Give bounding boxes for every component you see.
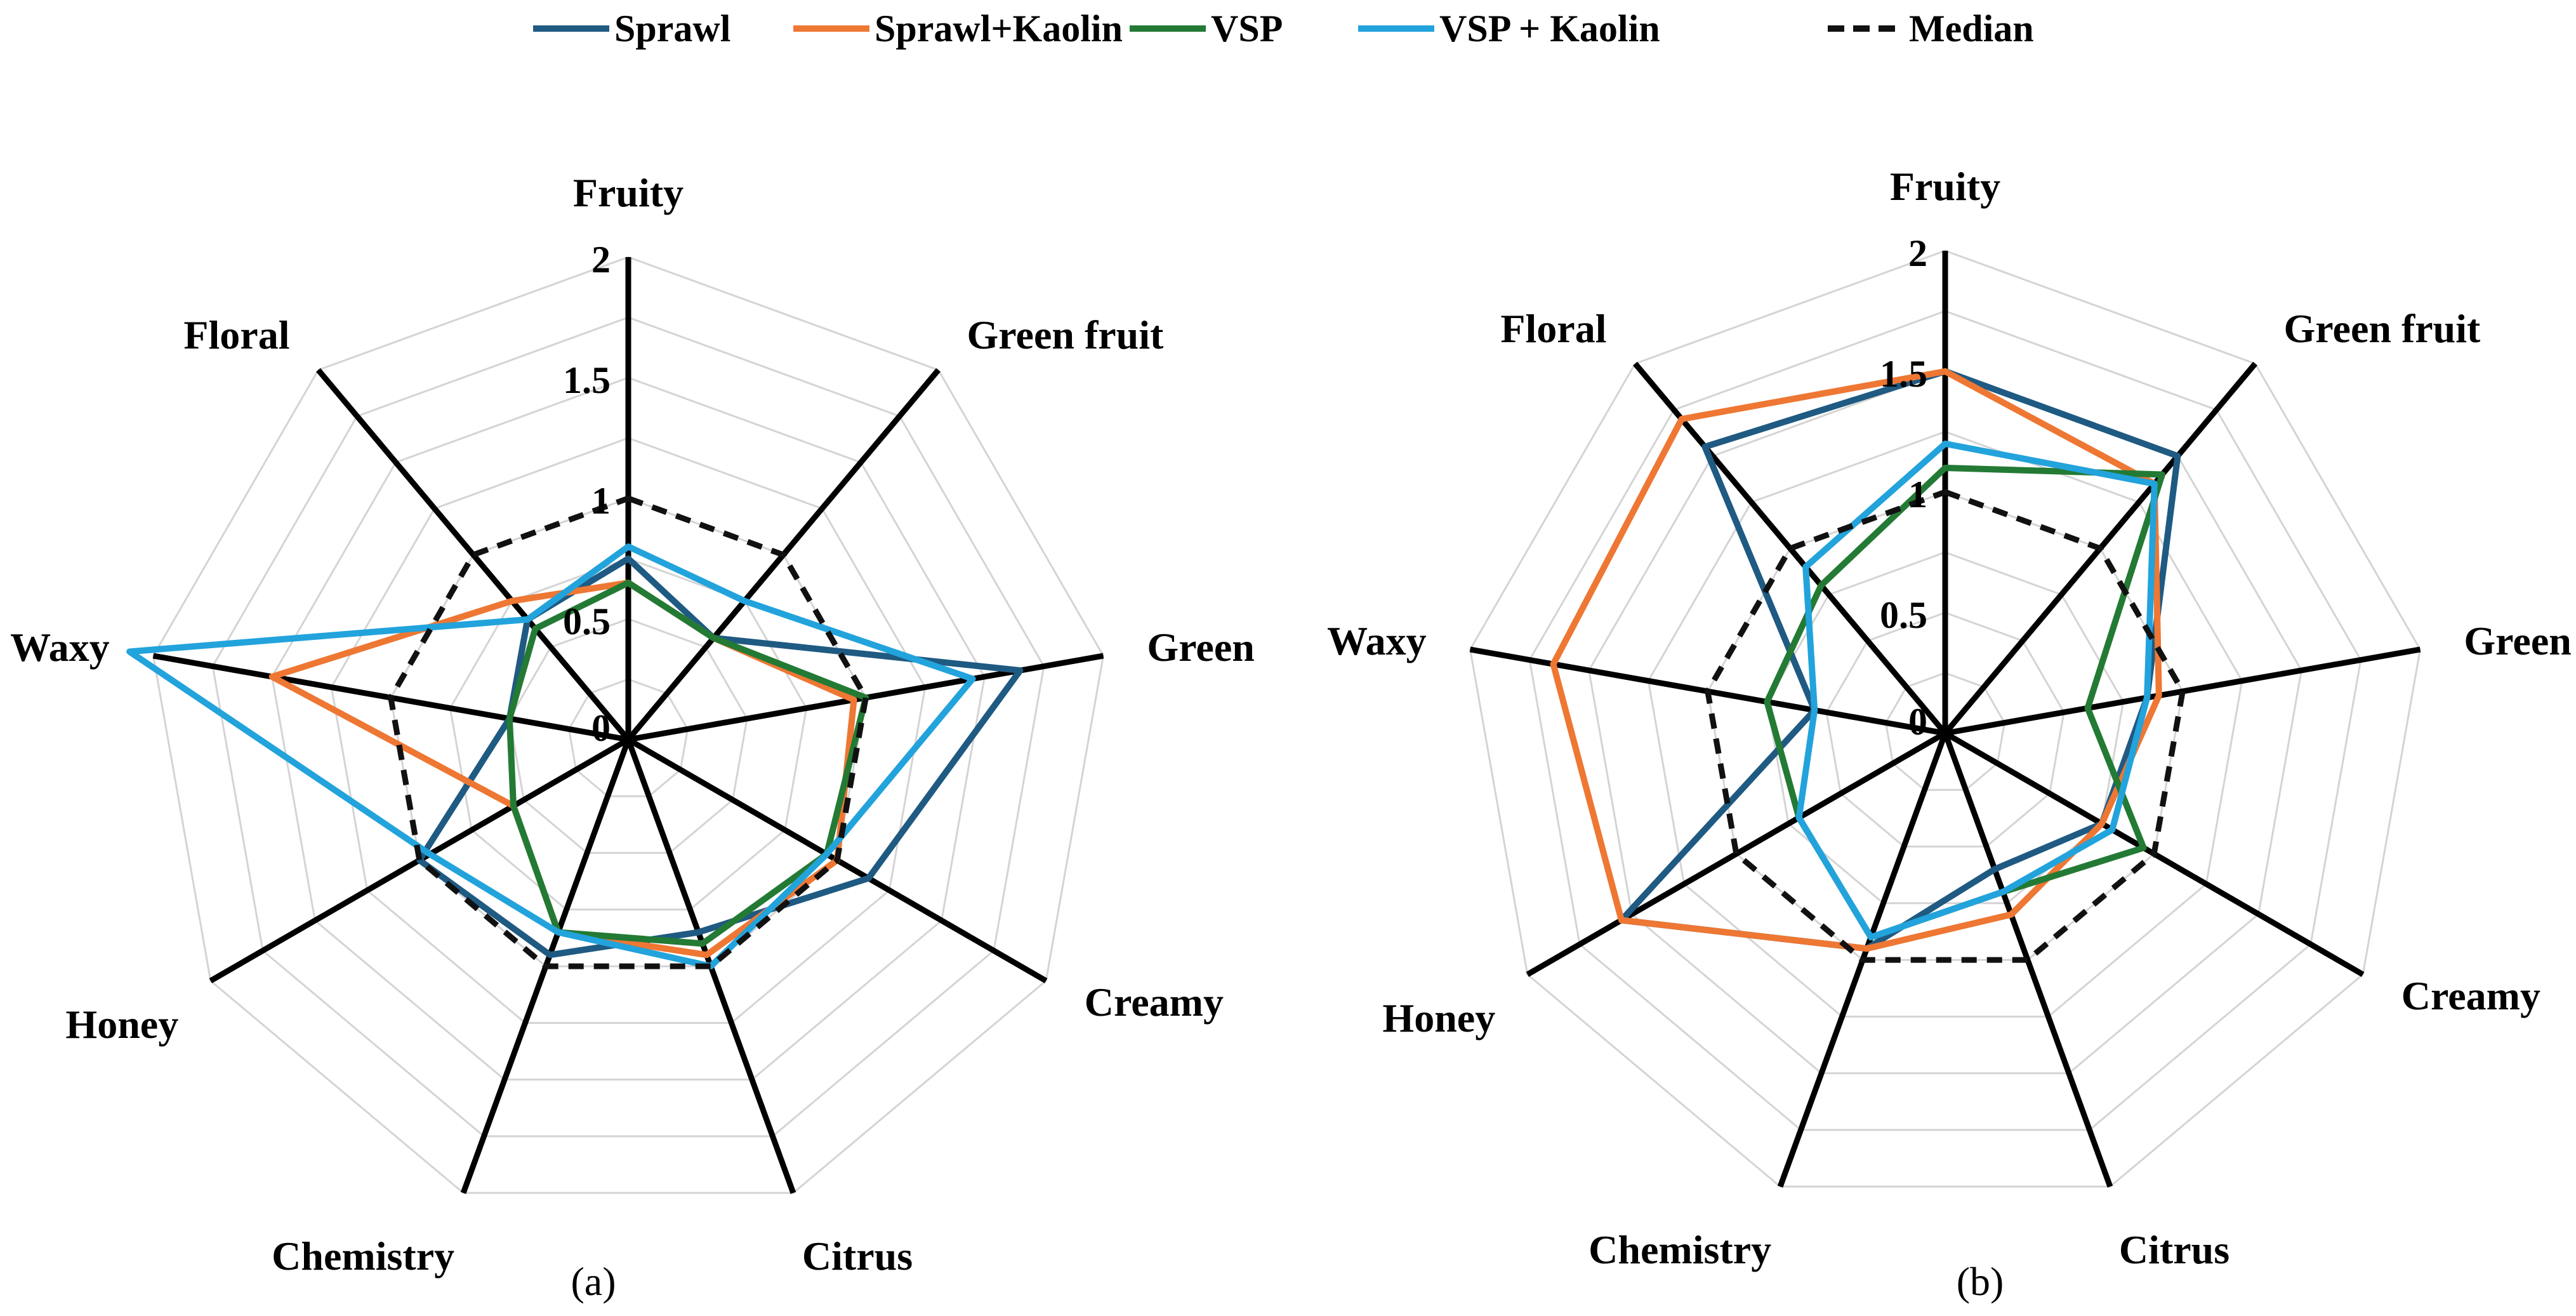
legend-item-vsp: VSP — [1130, 8, 1283, 50]
category-label-floral: Floral — [183, 312, 289, 357]
series-vsp-kaolin — [126, 543, 976, 970]
category-label-green-fruit: Green fruit — [2284, 306, 2481, 351]
grid-ring — [567, 678, 689, 797]
category-label-green: Green — [2464, 618, 2571, 663]
grid-ring — [508, 618, 748, 854]
grid-ring — [449, 557, 808, 911]
tick-label: 1 — [1908, 474, 1927, 515]
legend-label-median: Median — [1909, 8, 2034, 50]
grid-ring — [1825, 611, 2065, 848]
tick-label: 0.5 — [1880, 594, 1927, 636]
category-label-green: Green — [1147, 625, 1254, 670]
grid-ring — [1588, 370, 2302, 1075]
series-sprawl-kaolin — [1550, 368, 2162, 952]
panel-label: (b) — [1957, 1259, 2004, 1304]
spoke-green — [1945, 646, 2421, 736]
category-label-waxy: Waxy — [10, 625, 109, 670]
legend-label-sprawl-kaolin: Sprawl+Kaolin — [875, 8, 1123, 50]
category-label-fruity: Fruity — [573, 170, 684, 215]
series-group — [126, 495, 1024, 970]
series-median — [388, 495, 869, 969]
axis-spokes — [1469, 251, 2421, 1188]
radial-tick-labels: 0 0.5 1 1.5 2 — [563, 239, 611, 749]
grid-ring — [271, 376, 986, 1081]
category-label-floral: Floral — [1500, 306, 1606, 351]
legend-item-vsp-kaolin: VSP + Kaolin — [1358, 8, 1660, 50]
legend: Sprawl Sprawl+Kaolin VSP VSP + Kaolin Median — [533, 8, 2034, 50]
category-label-honey: Honey — [65, 1002, 178, 1047]
legend-item-median: Median — [1828, 8, 2034, 50]
tick-label: 2 — [591, 239, 611, 281]
spoke-floral — [1633, 361, 1948, 735]
category-label-chemistry: Chemistry — [1589, 1227, 1771, 1272]
series-group — [1550, 368, 2186, 963]
grid-ring — [330, 437, 927, 1024]
tick-label: 1.5 — [563, 359, 611, 401]
grid-ring — [1884, 672, 2006, 791]
legend-label-vsp-kaolin: VSP + Kaolin — [1439, 8, 1660, 50]
category-label-waxy: Waxy — [1327, 618, 1426, 663]
category-label-chemistry: Chemistry — [272, 1233, 454, 1279]
series-sprawl — [1618, 368, 2181, 952]
grid-ring — [152, 256, 1105, 1194]
legend-label-vsp: VSP — [1211, 8, 1283, 50]
legend-item-sprawl-kaolin: Sprawl+Kaolin — [793, 8, 1123, 50]
grid-ring — [1528, 310, 2362, 1131]
category-label-creamy: Creamy — [2401, 973, 2540, 1018]
category-label-citrus: Citrus — [802, 1233, 913, 1279]
tick-label: 0 — [591, 707, 611, 749]
series-vsp — [506, 580, 869, 947]
tick-label: 1 — [591, 480, 611, 522]
tick-label: 0 — [1908, 701, 1927, 743]
tick-label: 2 — [1908, 232, 1927, 274]
category-label-creamy: Creamy — [1085, 980, 1224, 1025]
category-label-green-fruit: Green fruit — [967, 312, 1165, 357]
legend-item-sprawl: Sprawl — [533, 8, 730, 50]
tick-label: 0.5 — [563, 601, 611, 642]
legend-label-sprawl: Sprawl — [614, 8, 730, 50]
category-label-honey: Honey — [1382, 995, 1495, 1040]
spoke-honey — [1526, 731, 1947, 977]
radial-tick-labels: 0 0.5 1 1.5 2 — [1880, 232, 1927, 743]
spoke-floral — [316, 368, 631, 741]
category-label-fruity: Fruity — [1890, 164, 2000, 209]
category-label-citrus: Citrus — [2119, 1227, 2229, 1272]
grid-ring — [1647, 430, 2243, 1018]
grid-ring — [1469, 249, 2422, 1188]
tick-label: 1.5 — [1880, 353, 1927, 395]
series-median — [1705, 489, 2186, 963]
panel-label: (a) — [571, 1259, 616, 1304]
grid-ring — [211, 316, 1045, 1138]
series-vsp-kaolin — [1795, 441, 2158, 941]
spoke-citrus — [1942, 732, 2113, 1188]
